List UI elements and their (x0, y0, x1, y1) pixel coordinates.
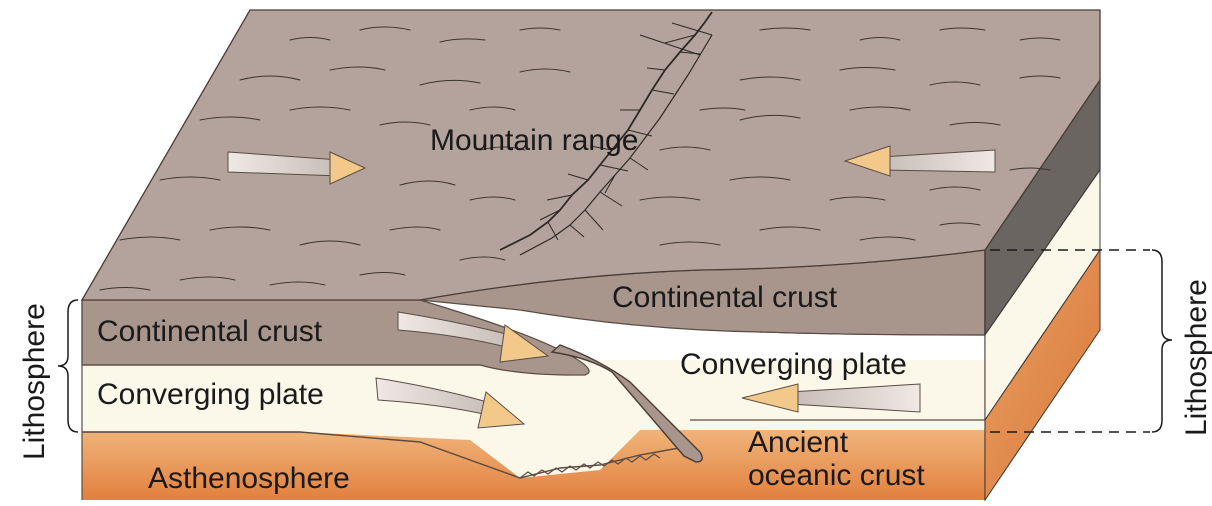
label-ancient-line1: Ancient (748, 426, 849, 459)
label-converging-plate-left: Converging plate (97, 378, 324, 411)
label-lithosphere-right: Lithosphere (1180, 279, 1212, 436)
lithosphere-bracket-left (58, 300, 78, 432)
label-continental-crust-left: Continental crust (97, 315, 323, 348)
label-mountain-range: Mountain range (430, 124, 638, 157)
lithosphere-bracket-right (1152, 250, 1172, 432)
label-asthenosphere: Asthenosphere (148, 462, 350, 495)
label-converging-plate-right: Converging plate (680, 348, 907, 381)
label-continental-crust-right: Continental crust (612, 281, 838, 314)
label-ancient-line2: oceanic crust (748, 459, 925, 492)
label-lithosphere-left: Lithosphere (18, 303, 51, 460)
